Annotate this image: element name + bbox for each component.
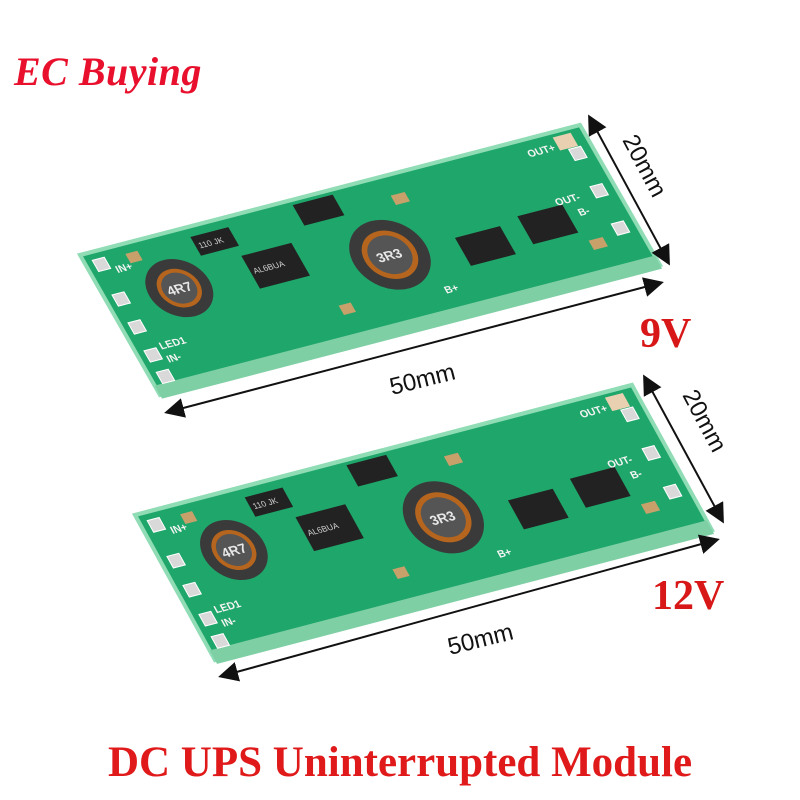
label-inductor-3r3: 3R3 — [427, 507, 459, 528]
product-title: DC UPS Uninterrupted Module — [107, 739, 693, 786]
length-arrow — [164, 277, 664, 418]
width-label: 20mm — [617, 130, 672, 202]
voltage-label-9v: 9V — [640, 311, 692, 357]
ups-board-9v: IN+ IN- LED1 OUT+ OUT- B+ B- 4R7 3R3 AL6… — [80, 125, 662, 399]
label-in-plus: IN+ — [168, 522, 190, 537]
label-in-plus: IN+ — [113, 261, 135, 276]
brand-logo: EC Buying — [14, 49, 202, 94]
label-inductor-3r3: 3R3 — [374, 246, 406, 266]
ups-board-12v: IN+ IN- LED1 OUT+ OUT- B+ B- 4R7 3R3 AL6… — [135, 385, 714, 664]
width-arrow — [588, 114, 670, 266]
voltage-label-12v: 12V — [652, 573, 725, 619]
length-label: 50mm — [445, 618, 516, 660]
width-arrow — [643, 374, 724, 524]
width-label: 20mm — [677, 385, 732, 457]
length-arrow — [218, 534, 720, 682]
length-label: 50mm — [387, 358, 458, 400]
